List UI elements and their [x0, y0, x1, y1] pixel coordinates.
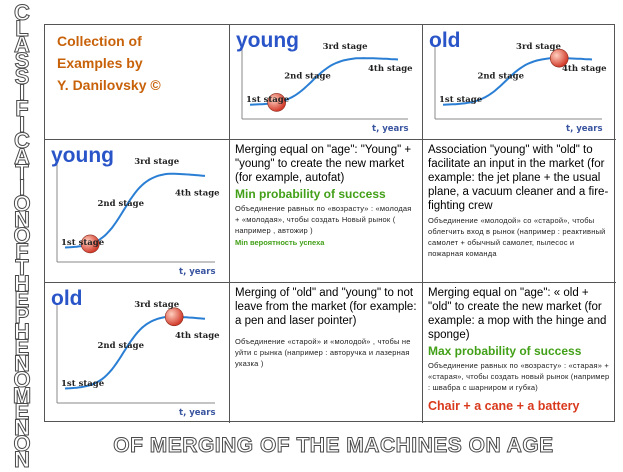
side-title-letter: E — [14, 287, 30, 313]
bottom-title: OF MERGING OF THE MACHINES ON AGE — [113, 434, 554, 458]
side-title-letter: N — [14, 207, 31, 233]
lifecycle-graph: young 1st stage 2nd stage 3rd stage 4th stag… — [236, 29, 413, 134]
stage1-label: 1st stage — [439, 95, 483, 105]
x-axis-label: t, years — [179, 267, 216, 277]
max-probability-label: Max probability of success — [428, 344, 582, 358]
stage1-label: 1st stage — [61, 379, 105, 389]
stage2-label: 2nd stage — [97, 199, 144, 209]
stage2-label: 2nd stage — [97, 341, 144, 351]
old-young-text: Merging of "old" and "young" to not leav… — [235, 287, 417, 327]
cell-young-young: Merging equal on "age": "Young" + "young… — [230, 140, 423, 283]
stage2-label: 2nd stage — [284, 71, 331, 81]
side-title-letter: I — [18, 79, 26, 105]
side-title-letter: T — [15, 159, 29, 185]
age-label: young — [236, 29, 299, 52]
side-title-letter: N — [14, 446, 31, 472]
side-title-letter: A — [14, 31, 31, 57]
young-young-ru: Объединение равных по «возрасту» : «моло… — [235, 204, 412, 235]
side-title-letter: O — [13, 430, 31, 456]
x-axis-label: t, years — [179, 408, 216, 418]
example-chair-cane-battery: Chair + a cane + a battery — [428, 399, 580, 413]
header-old-graph: old 1st stage 2nd stage 3rd stage 4th stage t… — [423, 25, 616, 140]
age-label: young — [51, 144, 114, 167]
side-title-letter: I — [18, 175, 26, 201]
row-old-graph: old 1st stage 2nd stage 3rd stage 4th stage t… — [45, 283, 230, 423]
lifecycle-curve — [64, 315, 206, 390]
side-title-letter: E — [14, 335, 30, 361]
side-title-letter: O — [13, 223, 31, 249]
stage-ball — [80, 234, 100, 254]
stage-ball — [549, 48, 569, 68]
side-title-letter: H — [14, 319, 31, 345]
header-young-graph: young 1st stage 2nd stage 3rd stage 4th stag… — [230, 25, 423, 140]
cell-old-old: Merging equal on "age": « old + "old" to… — [423, 283, 616, 423]
side-title-letter: H — [14, 271, 31, 297]
row-young-graph: young 1st stage 2nd stage 3rd stage 4th stag… — [45, 140, 230, 283]
young-young-text: Merging equal on "age": "Young" + "young… — [235, 144, 412, 184]
old-old-text: Merging equal on "age": « old + "old" to… — [428, 287, 607, 341]
stage1-label: 1st stage — [246, 95, 290, 105]
x-axis-label: t, years — [372, 124, 409, 134]
side-title-letter: S — [14, 63, 30, 89]
stage4-label: 4th stage — [175, 331, 220, 341]
side-title-letter: C — [14, 127, 31, 153]
stage4-label: 4th stage — [562, 64, 607, 74]
lifecycle-graph: old 1st stage 2nd stage 3rd stage 4th stage t… — [51, 287, 220, 418]
side-title-letter: C — [14, 0, 31, 25]
stage3-label: 3rd stage — [134, 157, 179, 167]
young-old-ru: Объединение «молодой» со «старой», чтобы… — [428, 216, 606, 258]
old-young-ru: Объединение «старой» и «молодой» , чтобы… — [235, 337, 411, 368]
stage-ball — [267, 93, 286, 112]
side-title-letter: P — [14, 303, 30, 329]
stage4-label: 4th stage — [368, 64, 413, 74]
side-title-letter: F — [15, 95, 29, 121]
collection-line-2: Examples by — [57, 55, 143, 71]
side-title-letter: L — [15, 15, 29, 41]
stage3-label: 3rd stage — [134, 300, 179, 310]
cell-young-old: Association "young" with "old" to facili… — [423, 140, 616, 283]
stage1-label: 1st stage — [61, 238, 105, 248]
side-title-letter: N — [14, 350, 31, 376]
age-label: old — [51, 287, 83, 310]
min-probability-label: Min probability of success — [235, 187, 386, 201]
side-title-letter: O — [13, 191, 31, 217]
young-old-text: Association "young" with "old" to facili… — [428, 144, 609, 212]
x-axis-label: t, years — [566, 124, 603, 134]
collection-title: Collection of Examples by Y. Danilovsky … — [45, 25, 229, 101]
collection-cell: Collection of Examples by Y. Danilovsky … — [45, 25, 230, 140]
min-probability-ru: Min вероятность успеха — [235, 238, 325, 247]
collection-line-1: Collection of — [57, 33, 142, 49]
side-title-letter: E — [14, 398, 30, 424]
side-title-letter: A — [14, 143, 31, 169]
stage3-label: 3rd stage — [323, 42, 368, 52]
collection-line-3: Y. Danilovsky © — [57, 77, 161, 93]
side-title-letter: I — [18, 111, 26, 137]
lifecycle-graph: young 1st stage 2nd stage 3rd stage 4th stag… — [51, 144, 220, 277]
side-title-letter: T — [15, 255, 29, 281]
stage-ball — [164, 307, 184, 327]
classification-table: Collection of Examples by Y. Danilovsky … — [44, 24, 616, 423]
stage2-label: 2nd stage — [477, 71, 524, 81]
lifecycle-graph: old 1st stage 2nd stage 3rd stage 4th stage t… — [429, 29, 607, 134]
stage3-label: 3rd stage — [516, 42, 561, 52]
side-title-letter: O — [13, 366, 31, 392]
stage4-label: 4th stage — [175, 189, 220, 199]
cell-old-young: Merging of "old" and "young" to not leav… — [230, 283, 423, 423]
age-label: old — [429, 29, 461, 52]
side-title-letter: F — [15, 239, 29, 265]
side-title-letter: S — [14, 47, 30, 73]
side-title-letter: N — [14, 414, 31, 440]
old-old-ru: Объединение равных по «возрасту» : «стар… — [428, 361, 610, 392]
side-title-letter: M — [12, 382, 32, 408]
